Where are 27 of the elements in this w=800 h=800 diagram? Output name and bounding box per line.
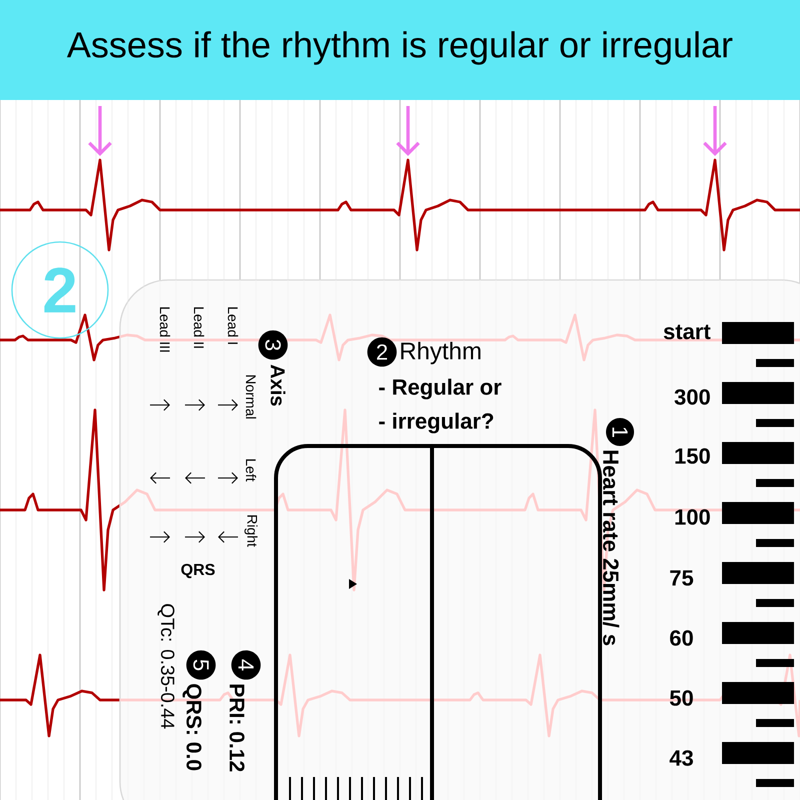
rate-label: 75 [670, 570, 694, 586]
badge-label: QRS: 0.0 [182, 684, 202, 770]
badge-label: - irregular? [379, 412, 494, 434]
rate-label: 60 [670, 630, 693, 646]
rate-label: 50 [670, 690, 693, 706]
rate-label: 43 [670, 750, 693, 766]
rate-label: 100 [675, 509, 710, 525]
rate-label: 300 [674, 389, 710, 405]
badge-label: Rhythm [401, 342, 480, 364]
lead-label: Lead III [160, 307, 170, 352]
number-badge: 2 [367, 337, 397, 367]
qrs-label: QRS [181, 564, 215, 578]
title: Assess if the rhythm is regular or irregular [66, 31, 732, 65]
badge-label: Axis [270, 364, 286, 406]
axis-label: Right [244, 515, 258, 547]
number-badge: 3 [258, 330, 288, 360]
lead-label: Lead II [194, 307, 204, 348]
number-badge: 4 [231, 650, 261, 680]
axis-label: Left [246, 459, 256, 482]
rate-label: 150 [675, 448, 710, 464]
number-badge: 1 [606, 418, 634, 446]
badge-label: PRI: 0.12 [230, 684, 244, 772]
badge-label: - Regular or [379, 378, 502, 400]
number-badge: 5 [186, 650, 216, 680]
axis-label: Normal [246, 375, 256, 418]
circled-number: 2 [11, 241, 109, 339]
badge-label: Heart rate 25mm/ s [602, 450, 620, 646]
